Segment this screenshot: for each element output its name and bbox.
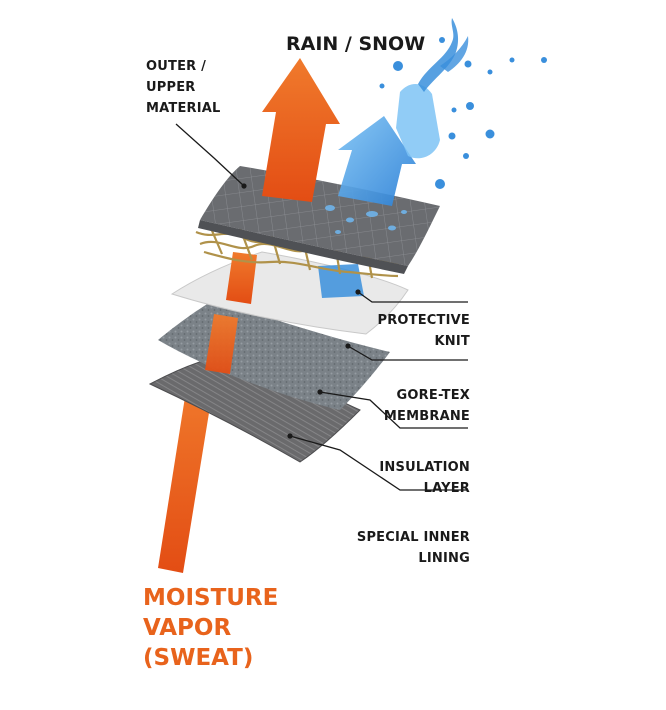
leader-dot-outer [241, 183, 247, 189]
label-gore-tex-membrane: GORE-TEX MEMBRANE [350, 385, 470, 427]
label-knit-line-1: PROTECTIVE [377, 313, 470, 328]
rain-arrow [338, 116, 416, 206]
label-insulation-line-2: LAYER [423, 481, 470, 496]
label-insulation-line-1: INSULATION [379, 460, 470, 475]
moisture-line-1: MOISTURE [143, 585, 279, 611]
rain-droplets [379, 18, 547, 189]
label-lining-line-1: SPECIAL INNER [356, 530, 470, 545]
label-protective-knit: PROTECTIVE KNIT [350, 310, 470, 352]
label-outer-material: OUTER / UPPER MATERIAL [146, 56, 221, 119]
label-insulation-layer: INSULATION LAYER [350, 457, 470, 499]
leader-lines [175, 123, 468, 491]
label-knit-line-2: KNIT [434, 334, 470, 349]
vapor-arrow-shaft [158, 378, 214, 573]
rain-snow-heading: RAIN / SNOW [286, 33, 426, 55]
label-outer-line-2: UPPER [146, 80, 196, 95]
leader-dot-knit [355, 289, 361, 295]
label-membrane-line-2: MEMBRANE [383, 409, 470, 424]
label-membrane-line-1: GORE-TEX [396, 388, 470, 403]
moisture-vapor-heading: MOISTURE VAPOR (SWEAT) [143, 583, 278, 673]
leader-dot-insulation [317, 389, 323, 395]
moisture-line-3: (SWEAT) [143, 645, 254, 671]
leader-dot-lining [287, 433, 293, 439]
label-outer-line-1: OUTER / [146, 59, 207, 74]
moisture-line-2: VAPOR [143, 615, 232, 641]
leader-dot-membrane [345, 343, 351, 349]
label-outer-line-3: MATERIAL [146, 101, 221, 116]
vapor-arrow-head [262, 58, 340, 202]
label-lining-line-2: LINING [418, 551, 470, 566]
water-beads [325, 205, 407, 234]
label-special-inner-lining: SPECIAL INNER LINING [330, 527, 470, 569]
